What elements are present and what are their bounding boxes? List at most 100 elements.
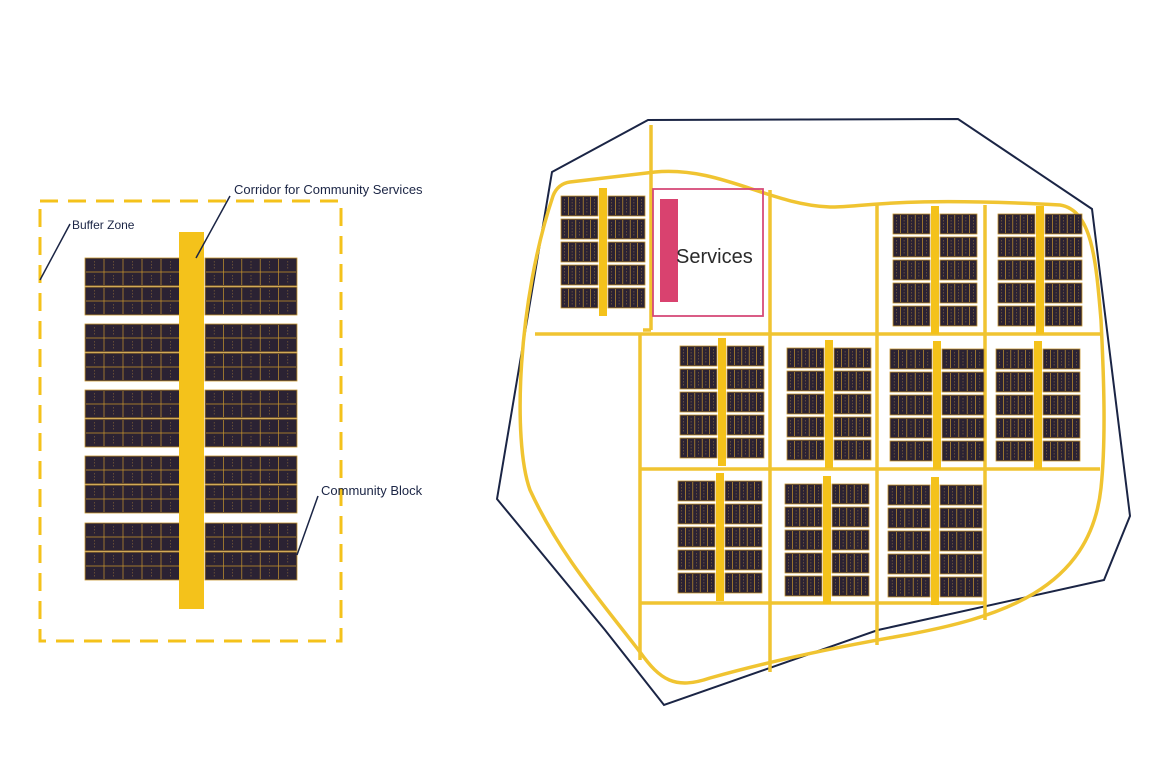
site-plot-row: [726, 391, 765, 413]
site-plot-row: [679, 414, 718, 436]
site-plot-row: [833, 439, 872, 461]
typical-block-diagram: Corridor for Community Services Buffer Z…: [38, 182, 423, 643]
community-block-cell: [204, 522, 298, 552]
site-plot-row: [560, 195, 599, 217]
community-block-cell: [204, 323, 298, 353]
site-plot-row: [889, 371, 933, 393]
site-plot-row: [1044, 213, 1083, 235]
site-plan: Services: [495, 117, 1132, 707]
site-plot-row: [607, 287, 646, 309]
site-plot-row: [939, 553, 983, 575]
community-block-cell: [204, 551, 298, 581]
site-plot-row: [784, 575, 823, 597]
site-plot-row: [887, 484, 931, 506]
site-plot-row: [939, 305, 978, 327]
site-plot-row: [560, 241, 599, 263]
cluster-corridor: [823, 476, 831, 604]
community-block-cell: [84, 352, 181, 382]
site-plot-row: [724, 526, 763, 548]
services-building: [660, 199, 678, 302]
site-plot-row: [1042, 440, 1081, 462]
buffer-zone-outline: [38, 199, 343, 643]
community-block-cell: [84, 323, 181, 353]
site-plot-row: [997, 259, 1036, 281]
cluster-middle-2: [786, 340, 872, 468]
site-plot-row: [831, 483, 870, 505]
site-plot-row: [941, 348, 985, 370]
site-plot-row: [677, 572, 716, 594]
site-plot-row: [831, 552, 870, 574]
community-block-cell: [84, 455, 181, 485]
site-plot-row: [833, 393, 872, 415]
block-leader-line: [296, 495, 319, 556]
site-plot-row: [831, 506, 870, 528]
site-plot-row: [889, 394, 933, 416]
site-plot-row: [833, 347, 872, 369]
site-plot-row: [1042, 348, 1081, 370]
site-plot-row: [607, 264, 646, 286]
cluster-corridor: [933, 341, 941, 469]
site-plot-row: [1042, 371, 1081, 393]
site-plot-row: [724, 549, 763, 571]
site-plot-row: [941, 417, 985, 439]
buffer-leader-line: [39, 223, 71, 281]
site-plot-row: [724, 480, 763, 502]
community-block-label: Community Block: [321, 483, 423, 498]
site-plot-row: [607, 241, 646, 263]
site-plot-row: [679, 345, 718, 367]
community-block-cell: [84, 484, 181, 514]
cluster-middle-3: [889, 341, 985, 469]
site-plot-row: [677, 480, 716, 502]
community-blocks: [560, 188, 1083, 605]
site-plot-row: [1042, 417, 1081, 439]
site-plot-row: [607, 195, 646, 217]
site-plot-row: [724, 572, 763, 594]
site-plot-row: [939, 484, 983, 506]
site-plot-row: [786, 393, 825, 415]
site-plot-row: [1044, 259, 1083, 281]
site-plot-row: [889, 417, 933, 439]
site-plot-row: [939, 282, 978, 304]
site-plot-row: [889, 348, 933, 370]
cluster-northwest: [560, 188, 646, 316]
site-plot-row: [939, 530, 983, 552]
community-block-cell: [204, 484, 298, 514]
community-services-corridor: [179, 232, 204, 609]
site-plot-row: [1044, 305, 1083, 327]
site-plot-row: [997, 236, 1036, 258]
site-plot-row: [995, 417, 1034, 439]
site-plot-row: [677, 549, 716, 571]
site-plot-row: [995, 394, 1034, 416]
site-plot-row: [939, 507, 983, 529]
cluster-south-1: [677, 473, 763, 601]
cluster-corridor: [1034, 341, 1042, 469]
site-plot-row: [726, 414, 765, 436]
community-block-cell: [84, 551, 181, 581]
site-plot-row: [560, 287, 599, 309]
site-plot-row: [941, 394, 985, 416]
site-plot-row: [892, 236, 931, 258]
cluster-north-2: [997, 206, 1083, 334]
site-plot-row: [786, 370, 825, 392]
internal-roads: [535, 125, 1100, 672]
cluster-south-2: [784, 476, 870, 604]
community-block-cell: [84, 522, 181, 552]
community-block-cell: [204, 352, 298, 382]
site-plot-row: [892, 305, 931, 327]
site-plot-row: [679, 391, 718, 413]
community-block-cell: [84, 389, 181, 419]
site-plot-row: [679, 368, 718, 390]
site-plot-row: [831, 575, 870, 597]
corridor-leader-line: [195, 195, 231, 259]
site-plot-row: [607, 218, 646, 240]
site-plot-row: [939, 576, 983, 598]
site-plot-row: [831, 529, 870, 551]
community-block-cell: [204, 286, 298, 316]
site-plot-row: [995, 440, 1034, 462]
site-plot-row: [560, 264, 599, 286]
site-plot-row: [724, 503, 763, 525]
site-plot-row: [892, 213, 931, 235]
site-plot-row: [786, 439, 825, 461]
community-block-cell: [204, 418, 298, 448]
